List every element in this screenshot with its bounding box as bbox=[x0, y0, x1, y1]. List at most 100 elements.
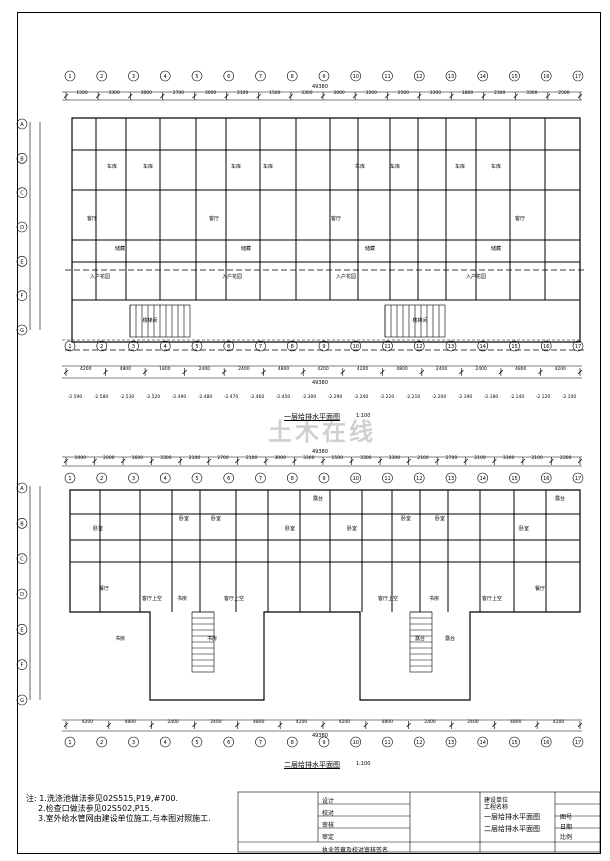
axis-bubble bbox=[413, 70, 425, 82]
plan2-room-label: 卧室 bbox=[211, 515, 221, 522]
axis-bubble-label: 15 bbox=[511, 344, 517, 350]
axis-bubble-label: 10 bbox=[353, 740, 359, 746]
elevation-label: -2.580 bbox=[94, 394, 109, 400]
axis-bubble-label: 4 bbox=[164, 476, 167, 482]
plan2-room-label: 书房 bbox=[429, 595, 439, 602]
plan2-dim-label: 2100 bbox=[246, 455, 258, 461]
axis-bubble bbox=[96, 70, 108, 82]
axis-bubble-label: 8 bbox=[291, 476, 294, 482]
axis-bubble bbox=[128, 340, 139, 352]
axis-bubble bbox=[286, 70, 298, 82]
title-block-label: 校对 bbox=[322, 810, 335, 817]
axis-bubble bbox=[509, 340, 520, 352]
general-notes: 注: 1.洗涤池做法参见02S515,P19,#700. 2.检查口做法参见02… bbox=[26, 794, 211, 824]
axis-bubble-label: G bbox=[20, 328, 24, 334]
elevation-label: -2.590 bbox=[68, 394, 83, 400]
plan2-room-label: 露台 bbox=[415, 635, 425, 642]
axis-bubble-label: 17 bbox=[575, 74, 581, 80]
plan1-dim-label: 3300 bbox=[526, 90, 538, 96]
axis-bubble-label: 6 bbox=[227, 476, 230, 482]
axis-bubble bbox=[16, 290, 28, 301]
axis-bubble-label: 5 bbox=[195, 344, 198, 350]
plan1-dim-label: 2100 bbox=[237, 90, 249, 96]
plan2-dim-label: 4200 bbox=[553, 719, 565, 725]
axis-bubble-label: 9 bbox=[322, 476, 325, 482]
axis-bubble bbox=[318, 736, 330, 748]
plan1-room-label: 车库 bbox=[107, 163, 117, 170]
elevation-label: -2.470 bbox=[224, 394, 239, 400]
axis-bubble-label: 12 bbox=[416, 344, 422, 350]
plan2-room-label: 餐厅 bbox=[535, 585, 545, 592]
axis-bubble bbox=[445, 736, 457, 748]
plan1-dim-label: 1800 bbox=[159, 366, 171, 372]
plan2-dim-label: 3300 bbox=[360, 455, 372, 461]
elevation-label: -2.210 bbox=[406, 394, 421, 400]
plan2-dim-label: 2400 bbox=[210, 719, 222, 725]
plan2-dim-label: 1000 bbox=[75, 455, 87, 461]
axis-bubble-label: 6 bbox=[227, 344, 230, 350]
axis-bubble bbox=[96, 472, 108, 484]
axis-bubble bbox=[572, 736, 584, 748]
plan1-dim-label: 1800 bbox=[462, 90, 474, 96]
axis-bubble bbox=[64, 472, 76, 484]
plan2-dim-label: 1500 bbox=[332, 455, 344, 461]
title-block-drawing-name-1: 一层给排水平面图 bbox=[484, 813, 540, 821]
axis-bubble-label: 14 bbox=[480, 476, 486, 482]
plan1-room-label: 入户花园 bbox=[90, 273, 110, 280]
axis-bubble-label: 14 bbox=[480, 74, 486, 80]
plan2-room-label: 客厅上空 bbox=[378, 595, 398, 602]
axis-bubble-label: 14 bbox=[480, 344, 486, 350]
elevation-label: -2.460 bbox=[250, 394, 265, 400]
elevation-label: -2.300 bbox=[302, 394, 317, 400]
axis-bubble-label: 15 bbox=[511, 74, 517, 80]
axis-bubble bbox=[16, 624, 28, 635]
axis-bubble-label: 16 bbox=[543, 74, 549, 80]
axis-bubble-label: 16 bbox=[543, 476, 549, 482]
title-block-label: 建设单位 bbox=[484, 797, 509, 804]
plan1-room-label: 车库 bbox=[263, 163, 273, 170]
axis-bubble-label: 7 bbox=[259, 476, 262, 482]
axis-bubble bbox=[159, 472, 171, 484]
axis-bubble-label: E bbox=[20, 259, 23, 265]
plan2-dim-label: 2000 bbox=[103, 455, 115, 461]
plan1-dim-label: 2500 bbox=[558, 90, 570, 96]
axis-bubble bbox=[382, 340, 393, 352]
axis-bubble-label: 9 bbox=[322, 344, 325, 350]
axis-bubble bbox=[318, 340, 330, 352]
plan1-dim-label: 4200 bbox=[555, 366, 567, 372]
plan1-room-label: 入户花园 bbox=[336, 273, 356, 280]
axis-bubble-label: C bbox=[20, 191, 24, 197]
axis-bubble-label: 8 bbox=[291, 344, 294, 350]
axis-bubble-label: B bbox=[20, 156, 24, 162]
plan1-room-label: 楼梯间 bbox=[412, 317, 427, 324]
title-block-drawing-name-2: 二层给排水平面图 bbox=[484, 825, 540, 833]
axis-bubble-label: 2 bbox=[100, 344, 103, 350]
axis-bubble bbox=[223, 472, 235, 484]
plan2-dim-label: 4800 bbox=[382, 719, 394, 725]
axis-bubble bbox=[286, 472, 298, 484]
title-block-label: 日期 bbox=[560, 824, 573, 831]
elevation-label: -2.220 bbox=[380, 394, 395, 400]
plan2-dim-label: 3300 bbox=[389, 455, 401, 461]
axis-bubble bbox=[16, 694, 28, 706]
elevation-label: -2.490 bbox=[172, 394, 187, 400]
axis-bubble bbox=[445, 472, 457, 484]
axis-bubble-label: 7 bbox=[259, 344, 262, 350]
axis-bubble bbox=[572, 70, 584, 82]
plan2-room-label: 客厅上空 bbox=[482, 595, 502, 602]
axis-bubble bbox=[16, 553, 28, 564]
axis-bubble bbox=[477, 736, 489, 748]
axis-bubble bbox=[350, 736, 362, 748]
axis-bubble-label: 17 bbox=[575, 740, 581, 746]
note-line: 注: 1.洗涤池做法参见02S515,P19,#700. bbox=[26, 794, 179, 803]
axis-bubble-label: 16 bbox=[543, 344, 549, 350]
plan2-room-label: 露台 bbox=[555, 495, 565, 502]
axis-bubble-label: 3 bbox=[132, 74, 135, 80]
plan1-dim-label: 2400 bbox=[199, 366, 211, 372]
plan1-dim-label: 3000 bbox=[141, 90, 153, 96]
plan2-dim-label: 3300 bbox=[503, 455, 515, 461]
axis-bubble bbox=[572, 340, 584, 352]
